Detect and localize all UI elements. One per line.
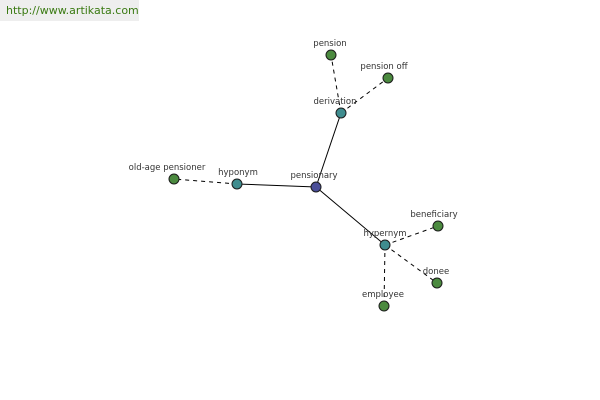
node-beneficiary[interactable] <box>432 220 444 232</box>
node-pensionary[interactable] <box>310 181 322 193</box>
node-hyponym[interactable] <box>231 178 243 190</box>
node-old-age-pensioner[interactable] <box>168 173 180 185</box>
node-derivation[interactable] <box>335 107 347 119</box>
source-url-link[interactable]: http://www.artikata.com <box>0 0 139 21</box>
node-label-derivation: derivation <box>313 97 356 107</box>
edge-derivation-to-pension_off <box>340 77 389 114</box>
node-pension[interactable] <box>325 49 337 61</box>
edge-hypernym-to-employee <box>383 244 386 307</box>
node-label-pensionary: pensionary <box>290 171 337 181</box>
node-label-employee: employee <box>362 290 404 300</box>
node-label-pension-off: pension off <box>360 62 408 72</box>
graph-nodes <box>168 49 444 312</box>
edge-derivation-to-pension <box>330 54 342 114</box>
graph-labels: pensionary derivation hyponym hypernym pensi… <box>129 39 458 300</box>
graph-edges <box>173 54 439 307</box>
node-label-beneficiary: beneficiary <box>410 210 457 220</box>
node-label-hyponym: hyponym <box>218 168 258 178</box>
node-hypernym[interactable] <box>379 239 391 251</box>
node-label-pension: pension <box>313 39 346 49</box>
edge-pensionary-to-hyponym <box>236 183 317 188</box>
edge-hypernym-to-donee <box>384 244 438 284</box>
edge-pensionary-to-hypernym <box>315 186 386 246</box>
node-pension-off[interactable] <box>382 72 394 84</box>
edge-pensionary-to-derivation <box>315 112 342 188</box>
node-label-old-age-pensioner: old-age pensioner <box>129 163 206 173</box>
edge-hyponym-to-old_age_pensioner <box>173 178 238 185</box>
node-label-hypernym: hypernym <box>363 229 406 239</box>
node-employee[interactable] <box>378 300 390 312</box>
node-donee[interactable] <box>431 277 443 289</box>
node-label-donee: donee <box>423 267 449 277</box>
edge-hypernym-to-beneficiary <box>384 225 439 246</box>
